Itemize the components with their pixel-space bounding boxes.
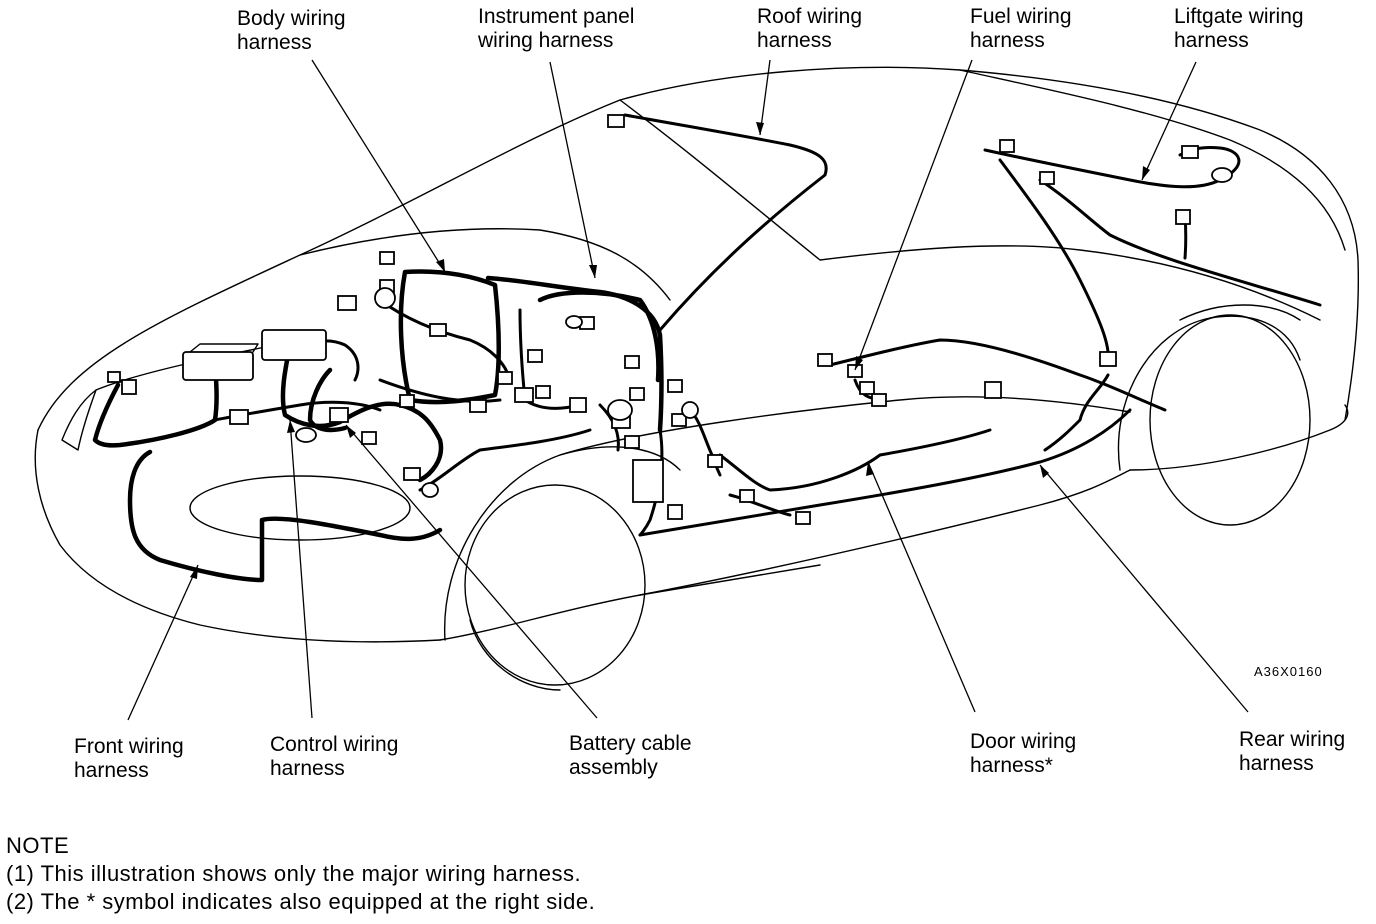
note-item-1: (1) This illustration shows only the maj… xyxy=(6,861,582,886)
note-item-2: (2) The * symbol indicates also equipped… xyxy=(6,889,596,914)
label-line: Control wiring xyxy=(270,733,399,756)
label-line: Battery cable xyxy=(569,732,692,755)
label-fuel-wiring-harness: Fuel wiring harness xyxy=(970,5,1072,53)
figure-code: A36X0160 xyxy=(1254,664,1323,679)
label-line: harness xyxy=(237,31,312,54)
label-body-wiring-harness: Body wiring harness xyxy=(237,7,346,55)
label-line: harness xyxy=(757,29,832,52)
label-line: harness xyxy=(970,29,1045,52)
car-body-outline xyxy=(34,66,1359,691)
note-heading: NOTE xyxy=(6,833,70,858)
label-front-wiring-harness: Front wiring harness xyxy=(74,735,184,783)
label-line: wiring harness xyxy=(478,29,614,52)
label-line: Fuel wiring xyxy=(970,5,1072,28)
label-line: Front wiring xyxy=(74,735,184,758)
label-battery-cable-assembly: Battery cable assembly xyxy=(569,732,692,780)
label-rear-wiring-harness: Rear wiring harness xyxy=(1239,728,1345,776)
label-line: Instrument panel xyxy=(478,5,635,28)
label-roof-wiring-harness: Roof wiring harness xyxy=(757,5,862,53)
label-line: harness* xyxy=(970,754,1053,777)
label-line: Rear wiring xyxy=(1239,728,1346,751)
connectors xyxy=(107,114,1233,525)
leader-lines xyxy=(127,59,1249,721)
label-line: harness xyxy=(270,757,345,780)
label-control-wiring-harness: Control wiring harness xyxy=(270,733,398,781)
label-line: assembly xyxy=(569,756,658,779)
label-line: Door wiring xyxy=(970,730,1077,753)
label-door-wiring-harness: Door wiring harness* xyxy=(970,730,1076,778)
label-line: harness xyxy=(1239,752,1314,775)
label-line: harness xyxy=(74,759,149,782)
label-liftgate-wiring-harness: Liftgate wiring harness xyxy=(1174,5,1304,53)
label-instrument-panel-wiring-harness: Instrument panel wiring harness xyxy=(478,5,634,53)
label-line: Roof wiring xyxy=(757,5,863,28)
label-line: harness xyxy=(1174,29,1249,52)
label-line: Body wiring xyxy=(237,7,346,30)
label-line: Liftgate wiring xyxy=(1174,5,1304,28)
leader-arrowheads xyxy=(190,122,1150,579)
